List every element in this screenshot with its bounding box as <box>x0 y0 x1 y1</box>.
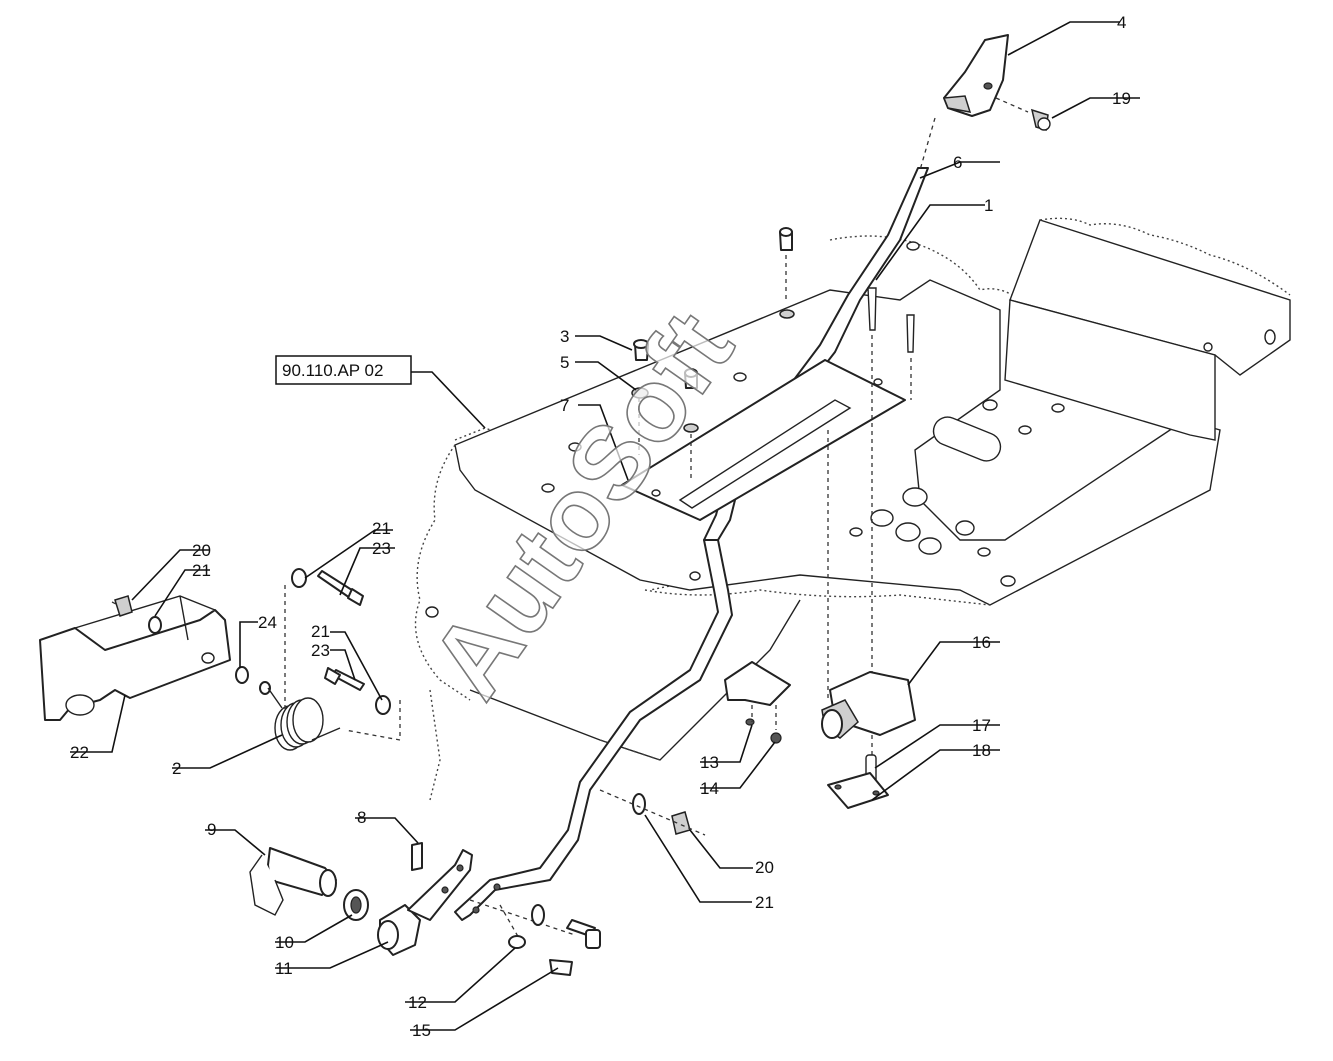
reference-label: 90.110.AP 02 <box>282 361 383 380</box>
callout-22: 22 <box>70 743 89 762</box>
spring-bolts <box>284 568 401 741</box>
safety-switch <box>821 671 916 809</box>
plate-bolts <box>631 97 1029 770</box>
lower-hardware <box>469 789 706 976</box>
callout-18: 18 <box>972 741 991 760</box>
side-console <box>1004 217 1291 441</box>
callout-13: 13 <box>700 753 719 772</box>
callout-20-right: 20 <box>755 858 774 877</box>
callout-19: 19 <box>1112 89 1131 108</box>
callout-21-right: 21 <box>755 893 774 912</box>
bracket-nut-washer <box>114 595 271 695</box>
callouts: 4 19 6 1 3 5 7 21 23 20 21 24 21 23 22 2… <box>70 13 1131 1040</box>
callout-21-top: 21 <box>372 519 391 538</box>
callout-23-top: 23 <box>372 539 391 558</box>
callout-1: 1 <box>984 196 993 215</box>
return-spring <box>267 687 341 751</box>
callout-9: 9 <box>207 820 216 839</box>
callout-14: 14 <box>700 779 719 798</box>
callout-6: 6 <box>953 153 962 172</box>
callout-8: 8 <box>357 808 366 827</box>
callout-16: 16 <box>972 633 991 652</box>
callout-24: 24 <box>258 613 277 632</box>
leader-lines <box>70 21 1140 1031</box>
callout-5: 5 <box>560 353 569 372</box>
callout-2: 2 <box>172 759 181 778</box>
callout-21-left: 21 <box>192 561 211 580</box>
callout-21-mid: 21 <box>311 622 330 641</box>
pivot-shaft <box>249 842 473 956</box>
hand-grip <box>942 34 1009 117</box>
callout-12: 12 <box>408 993 427 1012</box>
callout-11: 11 <box>275 959 293 978</box>
callout-7: 7 <box>560 396 569 415</box>
callout-15: 15 <box>412 1021 431 1040</box>
guide-plate <box>621 359 906 521</box>
callout-10: 10 <box>275 933 294 952</box>
callout-17: 17 <box>972 716 991 735</box>
switch-bracket <box>724 661 791 744</box>
pedal-bracket <box>39 595 231 721</box>
callout-23-mid: 23 <box>311 641 330 660</box>
reference-box: 90.110.AP 02 <box>275 355 486 429</box>
callout-20-left: 20 <box>192 541 211 560</box>
grip-screw <box>1030 108 1051 131</box>
callout-3: 3 <box>560 327 569 346</box>
callout-4: 4 <box>1117 13 1126 32</box>
